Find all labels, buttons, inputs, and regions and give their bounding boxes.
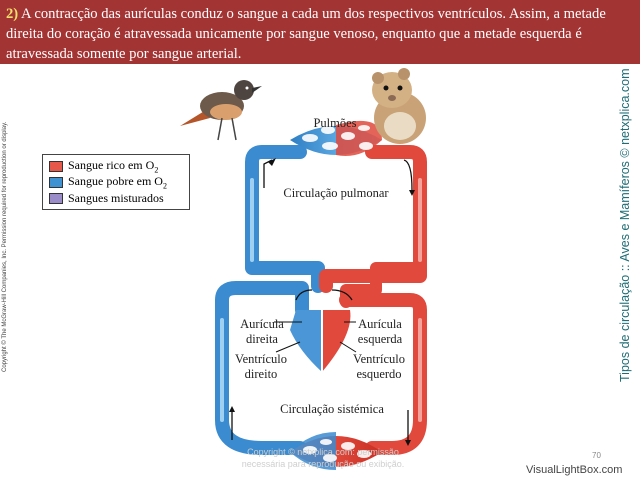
arrowhead [405, 440, 411, 446]
legend-item-oxygen-rich: Sangue rico em O2 [49, 158, 158, 174]
vena-cava-vessel [215, 281, 309, 455]
legend-swatch-purple [49, 192, 63, 204]
systemic-capillaries [290, 432, 382, 470]
legend-item-oxygen-poor: Sangue pobre em O2 [49, 174, 167, 190]
step-number: 2) [6, 6, 19, 22]
legend-label: Sangues misturados [68, 190, 164, 205]
arrowhead [229, 406, 235, 412]
pulmonary-circulation-label: Circulação pulmonar [283, 186, 389, 200]
aorta-vessel [340, 262, 426, 308]
label-leaders [274, 321, 357, 353]
legend-swatch-blue [49, 176, 63, 188]
header-banner: 2) A contracção das aurículas conduz o s… [0, 0, 640, 64]
right-heart-half [290, 310, 322, 372]
flow-arrows [231, 159, 413, 440]
step-description: A contracção das aurículas conduz o sang… [6, 6, 606, 62]
arrow-heart-left [295, 289, 313, 301]
legend-label: Sangue pobre em O2 [68, 173, 167, 191]
arrow-heart-right [331, 289, 353, 301]
systemic-circulation-label: Circulação sistémica [280, 402, 384, 416]
arrowhead [268, 158, 276, 166]
arrowhead [409, 190, 415, 196]
legend-label: Sangue rico em O2 [68, 157, 159, 175]
pulmonary-loop [245, 145, 427, 293]
page-number: 70 [592, 451, 601, 460]
legend: Sangue rico em O2 Sangue pobre em O2 San… [42, 154, 190, 210]
legend-swatch-red [49, 160, 63, 172]
lungs-label: Pulmões [313, 116, 357, 130]
left-heart-half [322, 310, 351, 372]
lung-capillaries [290, 120, 382, 156]
mammal-illustration [372, 68, 426, 144]
systemic-loop [215, 262, 427, 455]
arrow-pulmonary-return [403, 159, 413, 191]
legend-item-mixed: Sangues misturados [49, 190, 164, 206]
watermark: VisualLightBox.com [526, 464, 623, 476]
pulmonary-artery-vessel [245, 145, 325, 293]
bird-illustration [180, 80, 262, 141]
faint-copyright-note: Copyright © netxplica.com: permissão nec… [241, 447, 405, 469]
header-text: 2) A contracção das aurículas conduz o s… [0, 0, 640, 64]
heart [290, 310, 351, 372]
